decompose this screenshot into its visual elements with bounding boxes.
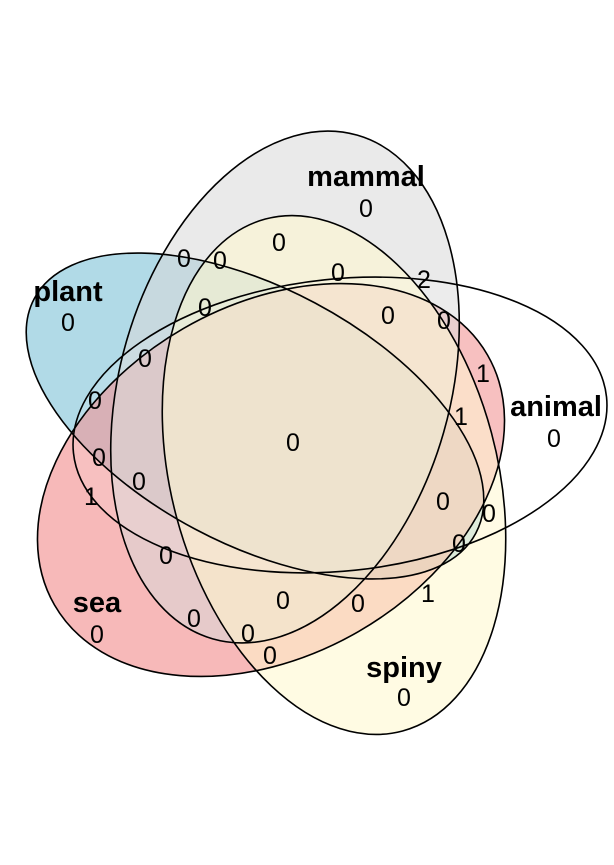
label-animal: animal xyxy=(510,391,602,423)
exclusive-counts: 0 0 0 0 0 xyxy=(61,195,561,712)
region-count: 0 xyxy=(286,429,300,457)
region-count: 0 xyxy=(381,302,395,330)
count-mammal-only: 0 xyxy=(359,195,373,223)
region-count: 0 xyxy=(92,444,106,472)
ellipse-spiny-outline xyxy=(161,214,507,736)
region-count: 0 xyxy=(132,468,146,496)
region-count: 0 xyxy=(187,605,201,633)
label-spiny: spiny xyxy=(366,652,442,684)
region-count: 0 xyxy=(331,259,345,287)
region-count: 0 xyxy=(213,247,227,275)
region-count: 0 xyxy=(138,345,152,373)
ellipse-sea-outline xyxy=(36,282,506,678)
region-count: 0 xyxy=(272,229,286,257)
ellipse-animal-outline xyxy=(72,276,608,574)
region-count: 0 xyxy=(437,307,451,335)
region-count: 0 xyxy=(482,500,496,528)
region-count: 1 xyxy=(84,483,98,511)
count-sea-only: 0 xyxy=(90,621,104,649)
region-count: 0 xyxy=(351,590,365,618)
count-animal-only: 0 xyxy=(547,425,561,453)
label-sea: sea xyxy=(73,587,122,619)
region-count: 2 xyxy=(417,266,431,294)
ellipse-spiny-fill xyxy=(162,215,506,735)
ellipse-mammal-outline xyxy=(109,130,461,644)
region-count: 0 xyxy=(159,542,173,570)
ellipse-animal-fill xyxy=(73,277,607,573)
ellipse-plant-outline xyxy=(25,252,485,580)
region-count: 0 xyxy=(198,294,212,322)
region-count: 0 xyxy=(88,387,102,415)
label-plant: plant xyxy=(33,276,103,308)
label-mammal: mammal xyxy=(307,161,425,193)
region-count: 0 xyxy=(177,245,191,273)
count-spiny-only: 0 xyxy=(397,684,411,712)
region-count: 0 xyxy=(436,488,450,516)
region-count: 0 xyxy=(263,642,277,670)
region-count: 1 xyxy=(476,360,490,388)
region-count: 0 xyxy=(452,530,466,558)
set-labels: mammal plant animal sea spiny xyxy=(33,161,602,684)
region-count: 1 xyxy=(454,403,468,431)
region-count: 0 xyxy=(241,620,255,648)
region-count: 1 xyxy=(421,580,435,608)
overlap-counts: 0 0 0 0 0 2 0 0 0 0 1 0 1 0 0 0 0 1 0 0 … xyxy=(84,229,496,670)
count-plant-only: 0 xyxy=(61,309,75,337)
region-count: 0 xyxy=(276,587,290,615)
set-outlines xyxy=(25,130,608,736)
